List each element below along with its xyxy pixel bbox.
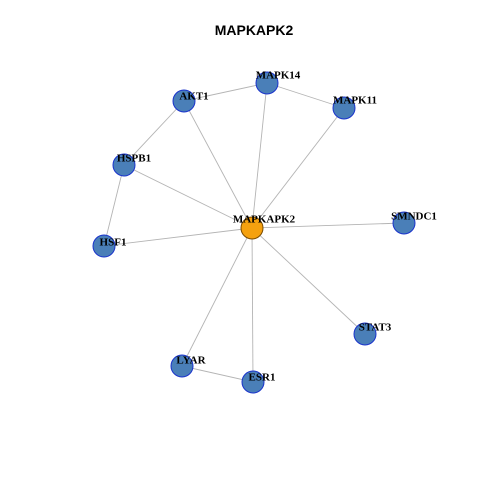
node-smndc1 xyxy=(392,211,416,235)
node-label-hsf1: HSF1 xyxy=(100,237,127,249)
node-label-smndc1: SMNDC1 xyxy=(391,211,437,223)
node-akt1 xyxy=(172,89,196,113)
node-lyar xyxy=(170,354,194,378)
chart-title: MAPKAPK2 xyxy=(215,22,294,38)
node-label-lyar: LYAR xyxy=(176,355,206,367)
edge-mapkapk2-smndc1 xyxy=(251,222,405,229)
edge-mapkapk2-akt1 xyxy=(183,100,253,229)
node-hsf1 xyxy=(92,234,116,258)
edge-mapk14-mapk11 xyxy=(266,82,345,109)
edge-mapkapk2-lyar xyxy=(181,227,253,367)
node-mapk11 xyxy=(332,96,356,120)
edge-mapkapk2-stat3 xyxy=(251,227,366,335)
node-label-akt1: AKT1 xyxy=(179,91,208,103)
node-label-esr1: ESR1 xyxy=(249,372,276,384)
node-hspb1 xyxy=(112,153,136,177)
edges-layer xyxy=(103,82,405,383)
node-label-mapk14: MAPK14 xyxy=(256,70,301,82)
edge-mapkapk2-mapk14 xyxy=(251,82,268,229)
edge-lyar-esr1 xyxy=(181,365,254,383)
node-label-hspb1: HSPB1 xyxy=(117,153,151,165)
edge-mapkapk2-mapk11 xyxy=(251,107,345,229)
node-label-mapkapk2: MAPKAPK2 xyxy=(233,214,296,226)
edge-hspb1-hsf1 xyxy=(103,164,125,247)
edge-akt1-hspb1 xyxy=(123,100,185,166)
node-label-stat3: STAT3 xyxy=(359,322,392,334)
node-mapk14 xyxy=(255,71,279,95)
nodes-layer xyxy=(92,71,416,394)
node-esr1 xyxy=(241,370,265,394)
node-mapkapk2 xyxy=(240,216,264,240)
node-label-mapk11: MAPK11 xyxy=(333,95,377,107)
node-stat3 xyxy=(353,322,377,346)
edge-mapkapk2-hspb1 xyxy=(123,164,253,229)
edge-mapkapk2-esr1 xyxy=(251,227,254,383)
edge-akt1-mapk14 xyxy=(183,82,268,102)
edge-mapkapk2-hsf1 xyxy=(103,227,253,247)
